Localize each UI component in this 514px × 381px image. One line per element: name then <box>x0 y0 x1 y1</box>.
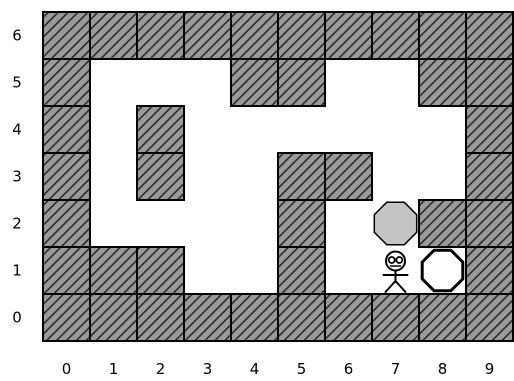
wall-tile <box>231 12 278 59</box>
x-axis-label: 9 <box>485 360 495 378</box>
wall-tile <box>43 247 90 294</box>
target-layer <box>422 250 463 291</box>
wall-tile <box>466 294 513 341</box>
wall-tile <box>325 153 372 200</box>
wall-tile <box>137 247 184 294</box>
wall-tile <box>372 294 419 341</box>
x-axis-label: 0 <box>62 360 72 378</box>
wall-tile <box>278 59 325 106</box>
wall-tile <box>372 12 419 59</box>
y-axis-label: 1 <box>12 262 22 280</box>
wall-tile <box>325 294 372 341</box>
wall-tile <box>419 12 466 59</box>
wall-tile <box>466 106 513 153</box>
wall-tile <box>184 294 231 341</box>
wall-tile <box>419 59 466 106</box>
y-axis-label: 5 <box>12 74 22 92</box>
x-axis-label: 4 <box>250 360 260 378</box>
x-axis-label: 7 <box>391 360 401 378</box>
wall-tile <box>43 12 90 59</box>
wall-tile <box>137 12 184 59</box>
wall-tile <box>184 12 231 59</box>
x-axis-label: 5 <box>297 360 307 378</box>
wall-tile <box>43 106 90 153</box>
wall-tile <box>466 12 513 59</box>
wall-tile <box>278 294 325 341</box>
wall-tile <box>278 153 325 200</box>
y-axis-label: 3 <box>12 168 22 186</box>
wall-tile <box>90 247 137 294</box>
wall-tile <box>231 59 278 106</box>
wall-tile <box>90 12 137 59</box>
wall-tile <box>466 59 513 106</box>
wall-tile <box>325 12 372 59</box>
wall-tile <box>278 247 325 294</box>
wall-tile <box>137 106 184 153</box>
y-axis-label: 2 <box>12 215 22 233</box>
wall-tile <box>466 153 513 200</box>
wall-tile <box>137 153 184 200</box>
wall-tile <box>43 153 90 200</box>
wall-tile <box>231 294 278 341</box>
target-goal-icon <box>422 250 463 291</box>
x-axis-label: 3 <box>203 360 213 378</box>
wall-tile <box>43 59 90 106</box>
box-layer <box>374 202 416 244</box>
wall-tile <box>278 200 325 247</box>
x-axis-label: 1 <box>109 360 119 378</box>
wall-tile <box>43 294 90 341</box>
y-axis-label: 0 <box>12 309 22 327</box>
x-axis-label: 8 <box>438 360 448 378</box>
y-axis-label: 4 <box>12 121 22 139</box>
wall-tile <box>90 294 137 341</box>
wall-tile <box>466 200 513 247</box>
x-axis-label: 6 <box>344 360 354 378</box>
wall-tile <box>419 294 466 341</box>
y-axis-label: 6 <box>12 27 22 45</box>
wall-tile <box>137 294 184 341</box>
x-axis-label: 2 <box>156 360 166 378</box>
wall-tile <box>419 200 466 247</box>
wall-tile <box>466 247 513 294</box>
wall-tile <box>43 200 90 247</box>
box-icon <box>374 202 416 244</box>
wall-tile <box>278 12 325 59</box>
